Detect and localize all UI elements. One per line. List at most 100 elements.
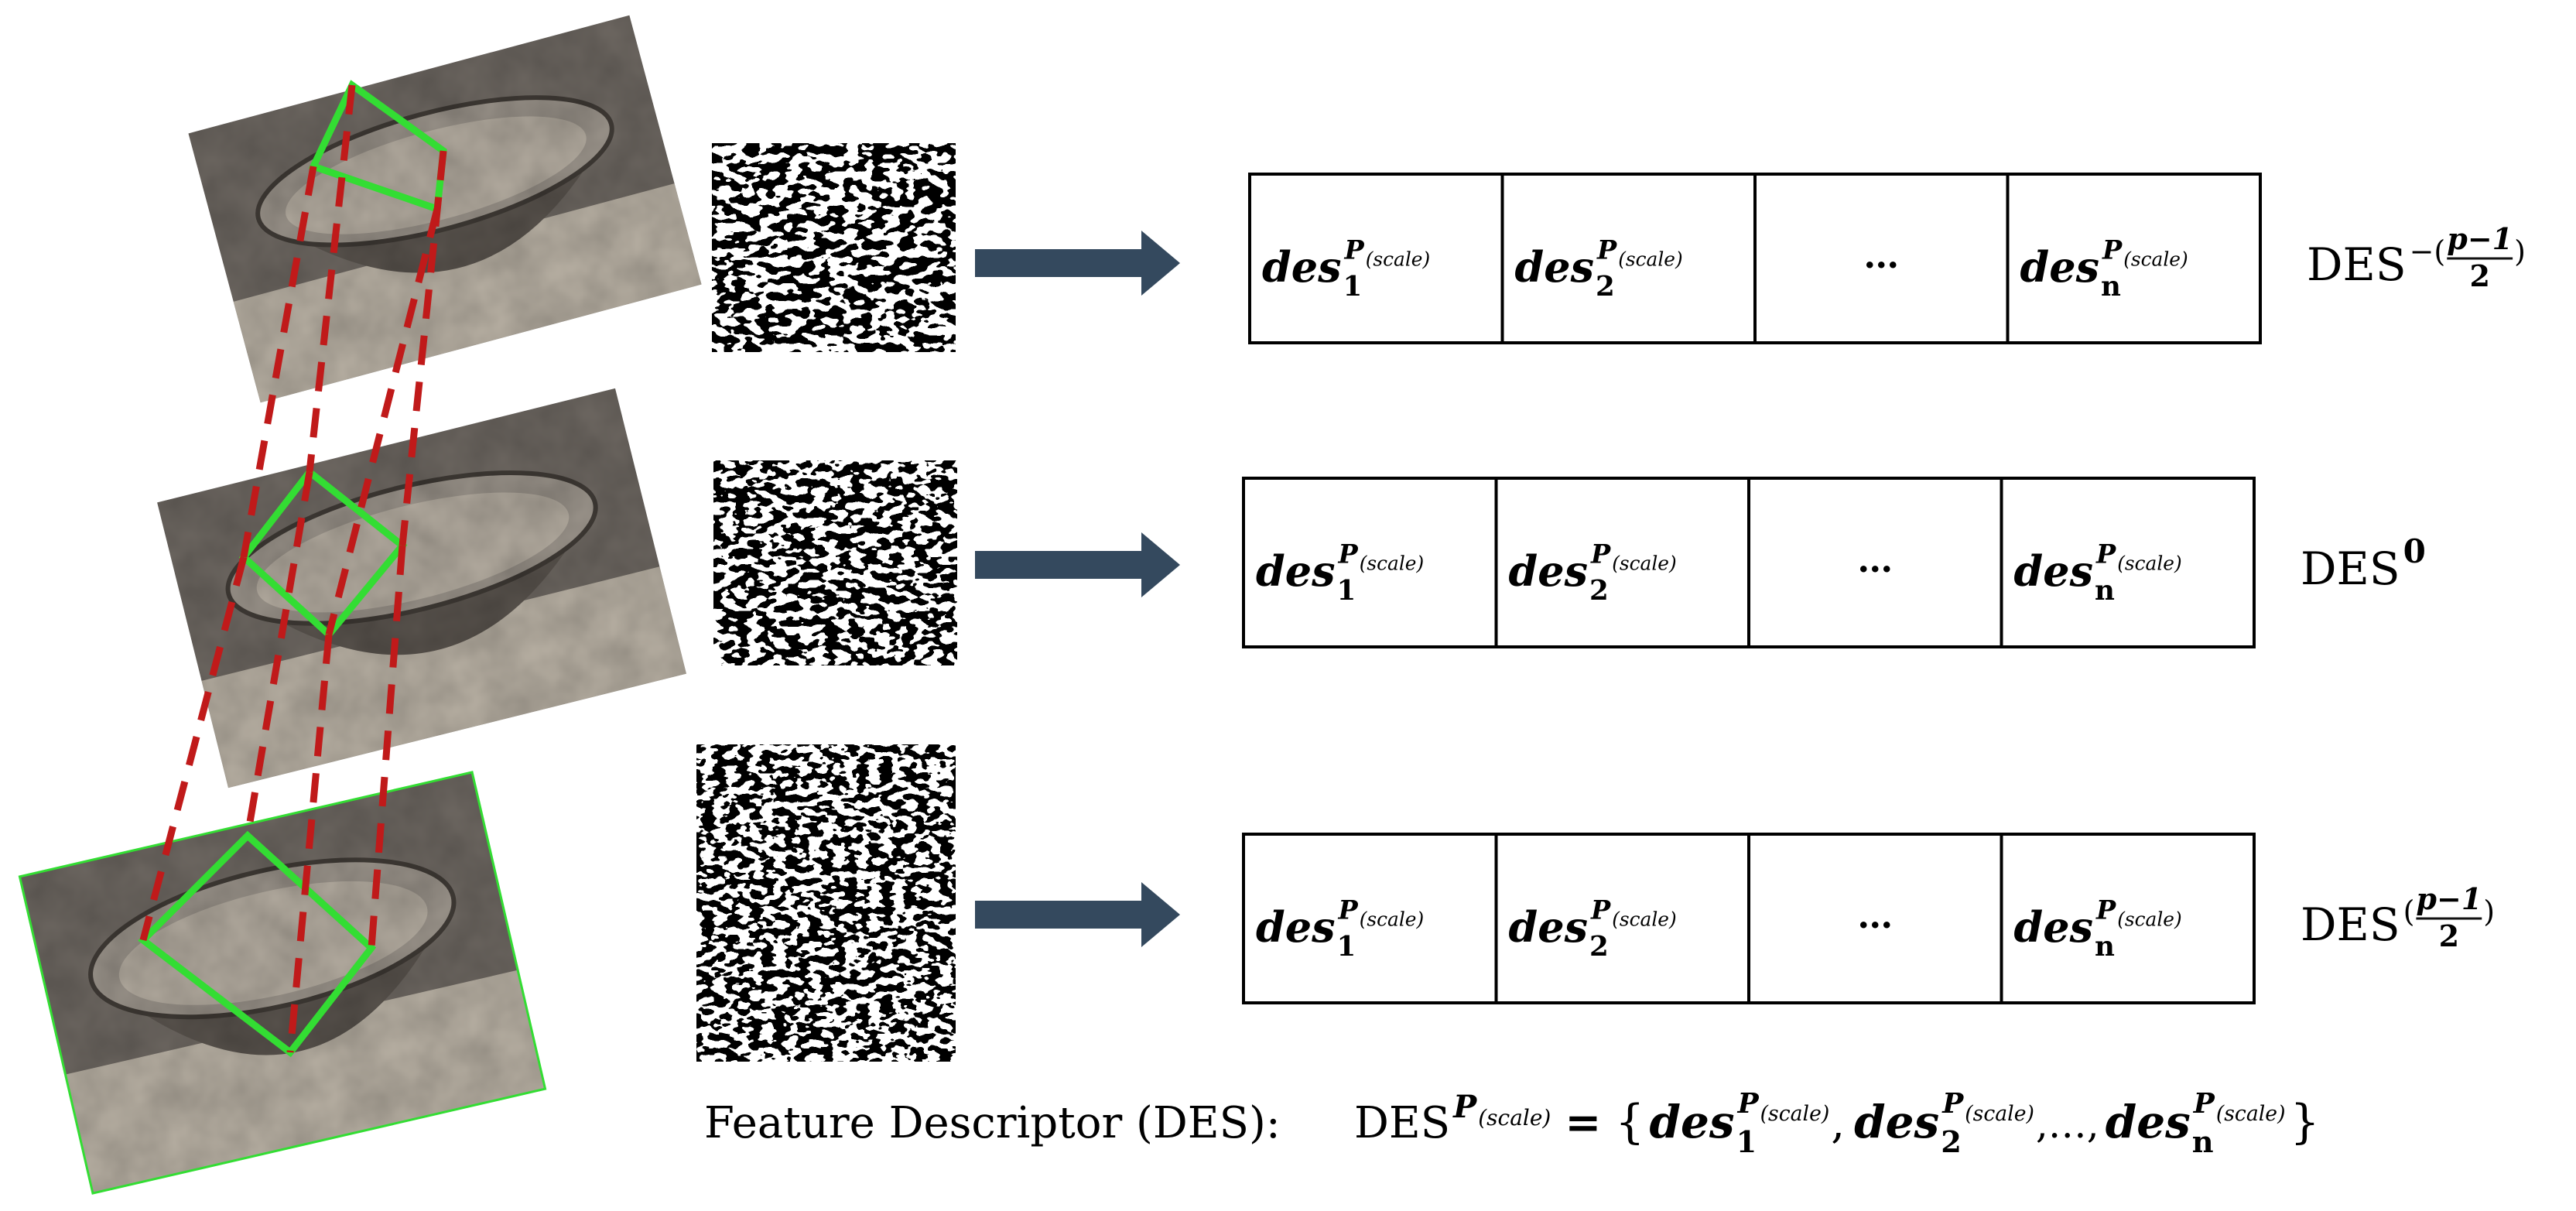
right-arrow-icon bbox=[975, 231, 1180, 296]
descriptor-cell-border bbox=[1753, 173, 2010, 344]
term-subscript: 2 bbox=[1596, 271, 1615, 303]
scale-label-base: DES bbox=[2307, 238, 2407, 291]
term-base: des bbox=[1262, 242, 1342, 292]
term-superscript: P bbox=[2193, 1087, 2215, 1120]
texture-noise bbox=[713, 460, 957, 665]
right-arrow-icon bbox=[975, 532, 1180, 597]
scale-label-numerator: p−1 bbox=[2416, 881, 2482, 916]
texture-noise bbox=[696, 744, 956, 1062]
descriptor-cell: … bbox=[1747, 477, 2003, 648]
term-supsub: (scale) bbox=[1366, 248, 1430, 270]
formula-lhs-superscript: P bbox=[1452, 1089, 1478, 1125]
scale-label-prefix: ( bbox=[2403, 895, 2415, 929]
term-base: des bbox=[2014, 902, 2094, 952]
term-subscript: 1 bbox=[1337, 931, 1356, 963]
term-base: des bbox=[1515, 242, 1595, 292]
bowl-photo-icon bbox=[18, 771, 547, 1195]
correspondence-line bbox=[240, 166, 317, 558]
term-base: des bbox=[2014, 546, 2094, 596]
term-base: des bbox=[1509, 546, 1589, 596]
term-base: des bbox=[1854, 1096, 1939, 1148]
descriptor-cell-border bbox=[1248, 173, 1504, 344]
descriptor-cell-border bbox=[2000, 833, 2256, 1004]
term-superscript: P bbox=[1941, 1087, 1964, 1120]
formula-open-brace: { bbox=[1615, 1095, 1644, 1149]
descriptor-cell-border bbox=[1494, 833, 1750, 1004]
correspondence-line bbox=[325, 207, 441, 636]
term-superscript: P bbox=[1338, 895, 1359, 925]
correspondence-line bbox=[368, 545, 406, 949]
descriptor-cell-border bbox=[1747, 477, 2003, 648]
term-superscript: P bbox=[2095, 539, 2116, 569]
descriptor-cell: … bbox=[1753, 173, 2010, 344]
term-supsub: (scale) bbox=[1965, 1102, 2034, 1126]
scale-label: DES(p−12) bbox=[2301, 881, 2495, 953]
descriptor-ellipsis: … bbox=[1857, 539, 1893, 580]
formula-lhs-supsub: (scale) bbox=[1478, 1105, 1551, 1131]
term-subscript: 1 bbox=[1343, 271, 1363, 303]
scale-label-prefix: −( bbox=[2410, 234, 2446, 269]
bowl-photo-icon bbox=[157, 388, 686, 789]
term-base: des bbox=[1256, 546, 1336, 596]
scale-label-numerator: p−1 bbox=[2447, 221, 2513, 256]
formula-separator: , bbox=[1831, 1098, 1845, 1148]
term-supsub: (scale) bbox=[2123, 248, 2188, 270]
scale-label-denominator: 2 bbox=[2469, 258, 2489, 293]
descriptor-cell-border bbox=[2006, 173, 2262, 344]
term-subscript: n bbox=[2095, 575, 2115, 607]
term-supsub: (scale) bbox=[2216, 1102, 2286, 1126]
texture-noise bbox=[712, 143, 956, 352]
term-base: des bbox=[2020, 242, 2100, 292]
scale-label-suffix: ) bbox=[2483, 895, 2495, 929]
descriptor-cell-border bbox=[1242, 477, 1498, 648]
term-superscript: P bbox=[1338, 539, 1359, 569]
term-superscript: P bbox=[1590, 895, 1611, 925]
descriptor-ellipsis: … bbox=[1857, 895, 1893, 936]
term-subscript: n bbox=[2095, 931, 2115, 963]
term-subscript: n bbox=[2192, 1125, 2214, 1160]
bowl-photo-icon bbox=[188, 15, 702, 403]
term-superscript: P bbox=[1596, 234, 1617, 265]
term-subscript: 2 bbox=[1589, 575, 1609, 607]
scale-label-base: DES bbox=[2301, 898, 2400, 951]
scale-label-suffix: ) bbox=[2514, 234, 2526, 269]
term-superscript: P bbox=[1590, 539, 1611, 569]
term-subscript: 2 bbox=[1589, 931, 1609, 963]
correspondence-line bbox=[286, 634, 333, 1053]
scale-label-superscript: 0 bbox=[2403, 532, 2426, 570]
term-subscript: 1 bbox=[1736, 1125, 1757, 1160]
term-supsub: (scale) bbox=[1612, 908, 1676, 930]
term-base: des bbox=[1256, 902, 1336, 952]
term-subscript: n bbox=[2101, 271, 2121, 303]
correspondence-line bbox=[306, 84, 356, 473]
term-superscript: P bbox=[2095, 895, 2116, 925]
descriptor-cell-border bbox=[1747, 833, 2003, 1004]
binary-texture-patch-icon bbox=[713, 460, 957, 665]
term-superscript: P bbox=[1737, 1087, 1760, 1120]
correspondence-lines bbox=[139, 84, 447, 1053]
term-base: des bbox=[2106, 1096, 2191, 1148]
formula-equals: = bbox=[1565, 1097, 1601, 1148]
right-arrow-icon bbox=[975, 882, 1180, 947]
photo-grain bbox=[188, 15, 702, 403]
term-supsub: (scale) bbox=[2117, 908, 2181, 930]
descriptor-ellipsis: … bbox=[1863, 234, 1899, 276]
term-supsub: (scale) bbox=[2117, 552, 2181, 574]
term-supsub: (scale) bbox=[1760, 1102, 1830, 1126]
term-subscript: 1 bbox=[1337, 575, 1356, 607]
formula-lhs-base: DES bbox=[1354, 1098, 1450, 1148]
photo-frame bbox=[18, 771, 547, 1195]
